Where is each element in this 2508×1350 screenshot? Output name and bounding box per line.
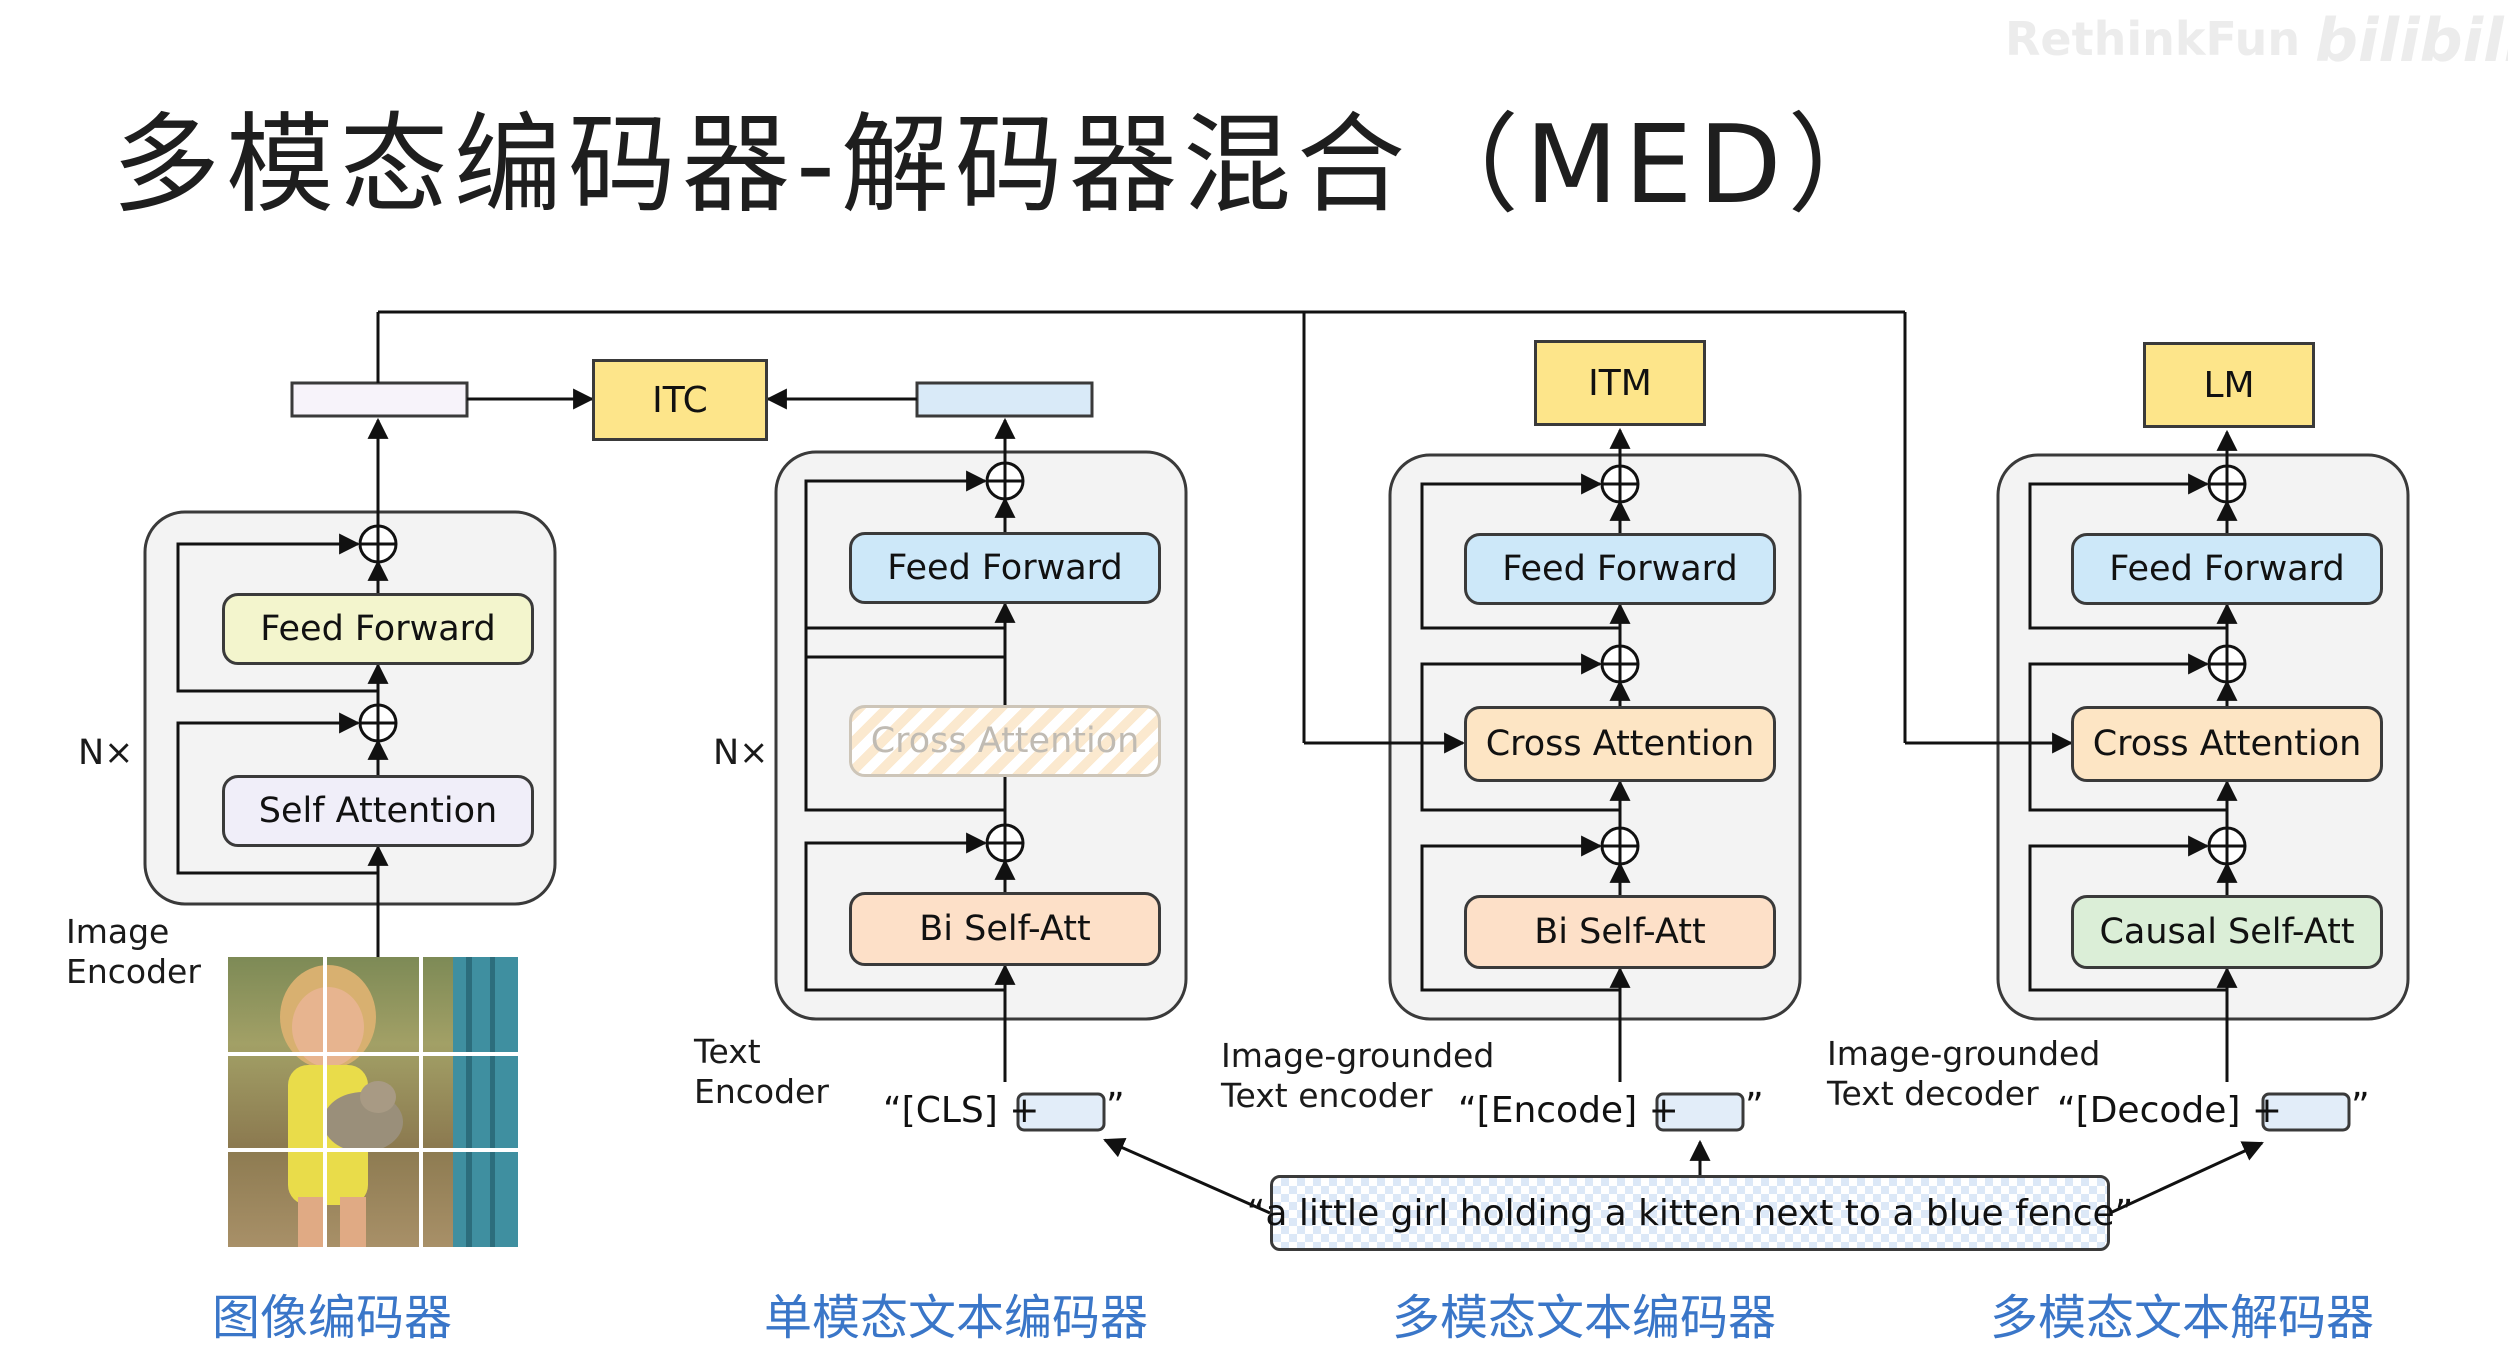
itm-head: ITM [1534, 340, 1706, 426]
text-bi-self-att-block: Bi Self-Att [849, 892, 1161, 966]
add-node-icon [358, 524, 398, 564]
caption-text-encoder: 单模态文本编码器 [764, 1290, 1149, 1346]
caption-grounded-decoder: 多模态文本解码器 [1990, 1290, 2375, 1346]
encode-token-close: ” [1745, 1086, 1764, 1127]
image-encoder-repeat-label: N× [78, 733, 134, 773]
add-node-icon [1600, 826, 1640, 866]
input-sentence: “a little girl holding a kitten next to … [1247, 1175, 2133, 1251]
encoder-cross-attention-block: Cross Attention [1464, 706, 1776, 782]
image-embedding-bar [290, 381, 469, 418]
add-node-icon [985, 823, 1025, 863]
text-cross-attention-disabled-block: Cross Attention [849, 705, 1161, 777]
cls-token-close: ” [1106, 1086, 1125, 1127]
encoder-bi-self-att-block: Bi Self-Att [1464, 895, 1776, 969]
cls-token-text: “[CLS] + [883, 1090, 1040, 1131]
add-node-icon [1600, 464, 1640, 504]
text-encoder-repeat-label: N× [713, 733, 769, 773]
decoder-cross-attention-block: Cross Attention [2071, 706, 2383, 782]
decoder-causal-self-att-block: Causal Self-Att [2071, 895, 2383, 969]
encode-token-box [1655, 1092, 1745, 1132]
lm-head: LM [2143, 342, 2315, 428]
add-node-icon [985, 461, 1025, 501]
text-embedding-bar [915, 381, 1094, 418]
decode-token-close: ” [2351, 1086, 2370, 1127]
page-title: 多模态编码器-解码器混合（MED） [112, 103, 1902, 228]
grounded-encoder-label: Image-grounded Text encoder [1221, 1036, 1495, 1115]
image-feed-forward-block: Feed Forward [222, 593, 534, 665]
bilibili-logo: bilibili [2315, 6, 2508, 76]
caption-image-encoder: 图像编码器 [212, 1290, 453, 1346]
caption-grounded-encoder: 多模态文本编码器 [1392, 1290, 1777, 1346]
add-node-icon [2207, 826, 2247, 866]
text-encoder-label: Text Encoder [694, 1032, 829, 1111]
encode-token-text: “[Encode] + [1458, 1090, 1679, 1131]
image-self-attention-block: Self Attention [222, 775, 534, 847]
photo-girl-with-kitten-icon [228, 957, 518, 1247]
decode-token-text: “[Decode] + [2057, 1090, 2283, 1131]
grounded-decoder-label: Image-grounded Text decoder [1827, 1034, 2101, 1113]
decoder-feed-forward-block: Feed Forward [2071, 533, 2383, 605]
decode-token-box [2261, 1092, 2351, 1132]
add-node-icon [358, 703, 398, 743]
text-feed-forward-block: Feed Forward [849, 532, 1161, 604]
add-node-icon [1600, 644, 1640, 684]
add-node-icon [2207, 464, 2247, 504]
cls-token-box [1016, 1092, 1106, 1132]
itc-head: ITC [592, 359, 768, 441]
encoder-feed-forward-block: Feed Forward [1464, 533, 1776, 605]
watermark-text: RethinkFun [2005, 12, 2301, 66]
add-node-icon [2207, 644, 2247, 684]
image-encoder-label: Image Encoder [66, 912, 201, 991]
